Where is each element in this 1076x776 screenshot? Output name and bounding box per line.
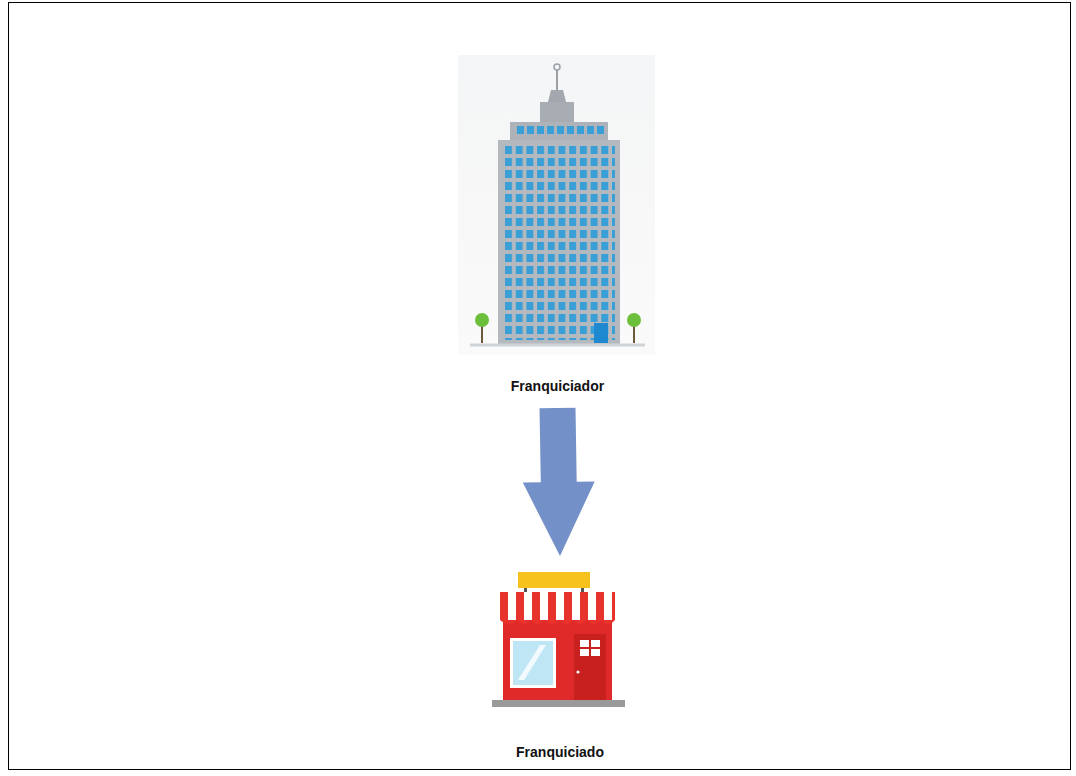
office-building (458, 55, 655, 355)
shop-icon (492, 572, 625, 707)
illustrated-node: Franquiciado (480, 556, 640, 768)
node-label: Franquiciado (480, 744, 640, 760)
illustrated-node: Franquiciador (455, 50, 660, 408)
block-arrow (523, 408, 595, 556)
node-label: Franquiciador (455, 378, 660, 394)
frame (9, 3, 1071, 770)
